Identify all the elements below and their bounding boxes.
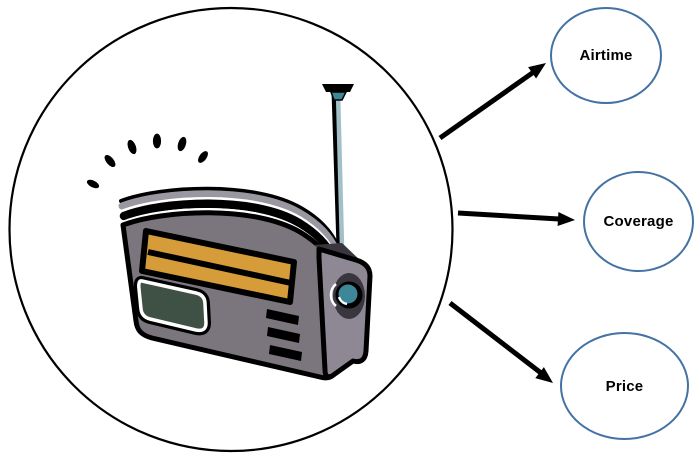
arrow-airtime xyxy=(438,63,546,141)
sound-waves-icon xyxy=(86,133,208,189)
arrow-coverage xyxy=(457,210,575,226)
node-label: Price xyxy=(605,377,644,395)
arrow-price xyxy=(448,301,553,383)
node-label: Airtime xyxy=(579,47,633,64)
radio-icon xyxy=(86,84,373,381)
radio-vents xyxy=(266,309,302,361)
node-coverage: Coverage xyxy=(583,171,694,272)
radio-dial xyxy=(139,228,297,305)
radio-antenna xyxy=(322,84,354,248)
radio-speaker-panel xyxy=(133,275,211,336)
node-price: Price xyxy=(560,332,689,440)
node-label: Coverage xyxy=(603,213,674,230)
node-airtime: Airtime xyxy=(550,7,662,104)
radio-knob xyxy=(329,273,365,319)
